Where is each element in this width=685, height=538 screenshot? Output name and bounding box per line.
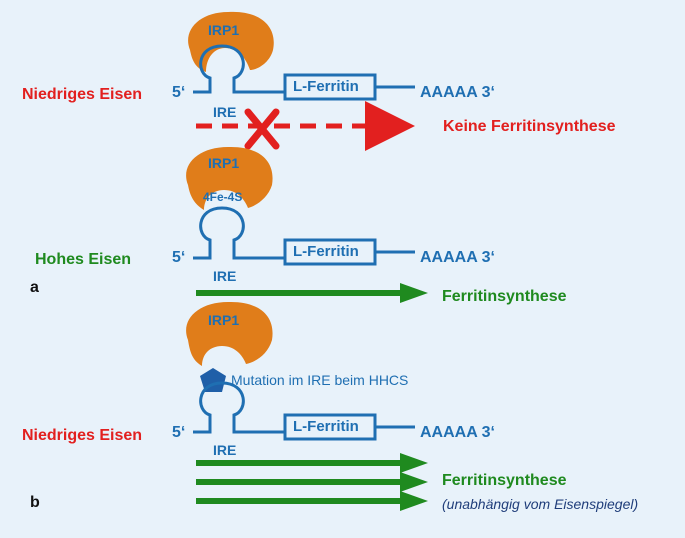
ire-label: IRE [213,104,237,120]
ire-label: IRE [213,442,237,458]
x-icon [244,108,280,150]
three-prime-label: AAAAA 3‘ [420,84,495,101]
panel-letter-b: b [30,494,40,511]
ire-stem-loop [193,44,285,94]
irp1-protein-shape [186,146,273,210]
five-prime-label: 5‘ [172,249,186,266]
ire-stem-loop [193,381,285,434]
panel-1-mrna [188,11,415,151]
translation-arrow-1 [196,453,428,473]
translation-arrow-3 [196,491,428,511]
outcome-label: Ferritinsynthese [442,288,567,305]
translation-arrow [196,283,428,303]
pentagon-icon [200,368,226,392]
gene-label: L-Ferritin [293,418,359,435]
five-prime-label: 5‘ [172,424,186,441]
gene-label: L-Ferritin [293,78,359,95]
three-prime-label: AAAAA 3‘ [420,424,495,441]
mutation-note: Mutation im IRE beim HHCS [231,372,409,388]
panel-2-mrna [186,146,428,303]
outcome-label: Ferritinsynthese [442,472,567,489]
irp1-label: IRP1 [208,312,240,328]
translation-arrow-2 [196,472,428,492]
irp1-protein-shape [186,301,273,366]
five-prime-label: 5‘ [172,84,186,101]
iron-sulfur-cluster-label: 4Fe-4S [203,190,243,204]
panel-3-mrna [186,301,428,511]
panel-letter-a: a [30,279,39,296]
condition-label: Hohes Eisen [35,251,132,268]
outcome-note: (unabhängig vom Eisenspiegel) [442,496,639,512]
condition-label: Niedriges Eisen [22,427,143,444]
irp1-label: IRP1 [208,155,240,171]
ire-stem-loop [193,206,285,260]
outcome-label: Keine Ferritinsynthese [443,118,616,135]
ire-label: IRE [213,268,237,284]
gene-label: L-Ferritin [293,243,359,260]
irp1-protein-shape [188,11,274,72]
condition-label: Niedriges Eisen [22,86,143,103]
irp1-label: IRP1 [208,22,240,38]
three-prime-label: AAAAA 3‘ [420,249,495,266]
